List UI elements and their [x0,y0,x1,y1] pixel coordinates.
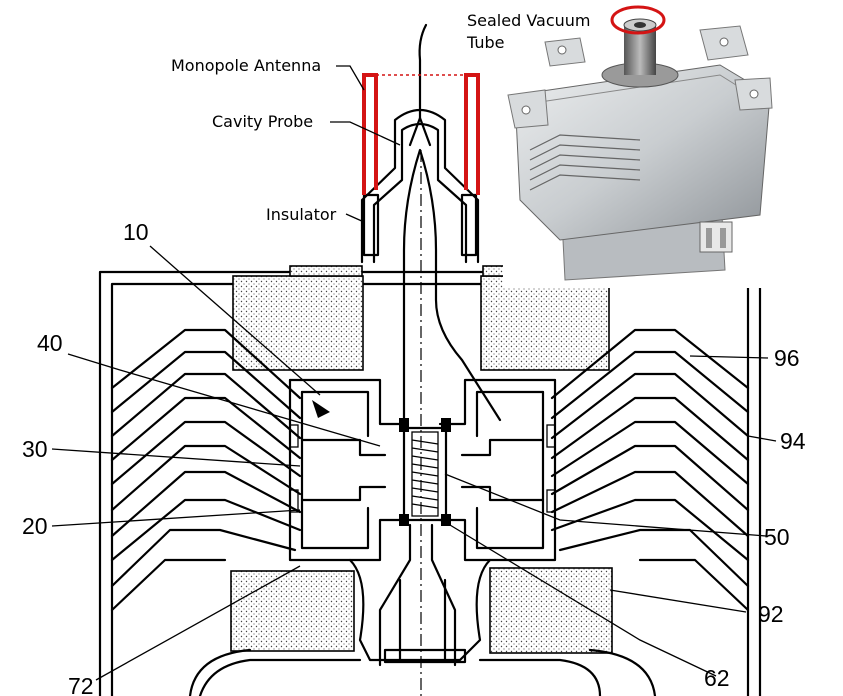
right-cooling-fins [550,328,750,612]
label-sealed-vacuum-tube-2: Tube [466,33,504,52]
ref-62: 62 [704,665,730,691]
left-cooling-fins [110,328,302,612]
ref-96: 96 [774,345,800,371]
ref-92: 92 [758,601,784,627]
label-monopole-antenna: Monopole Antenna [171,56,321,75]
ref-20: 20 [22,513,48,539]
ref-50: 50 [764,524,790,550]
filament-leads [188,523,657,696]
ref-94: 94 [780,428,806,454]
label-insulator: Insulator [266,205,337,224]
label-cavity-probe: Cavity Probe [212,112,313,131]
ref-10: 10 [123,219,149,245]
output-stem [360,23,502,696]
label-sealed-vacuum-tube-1: Sealed Vacuum [467,11,591,30]
bottom-magnets [230,567,613,654]
magnetron-photo [503,5,773,288]
text-labels: Sealed Vacuum Tube Monopole Antenna Cavi… [22,11,806,696]
ref-40: 40 [37,330,63,356]
outer-housing [98,270,762,696]
anode-block [288,378,557,562]
ref-30: 30 [22,436,48,462]
cathode-filament [399,418,451,526]
ref-72: 72 [68,673,94,696]
leader-lines [51,65,777,681]
top-magnets [232,265,610,371]
